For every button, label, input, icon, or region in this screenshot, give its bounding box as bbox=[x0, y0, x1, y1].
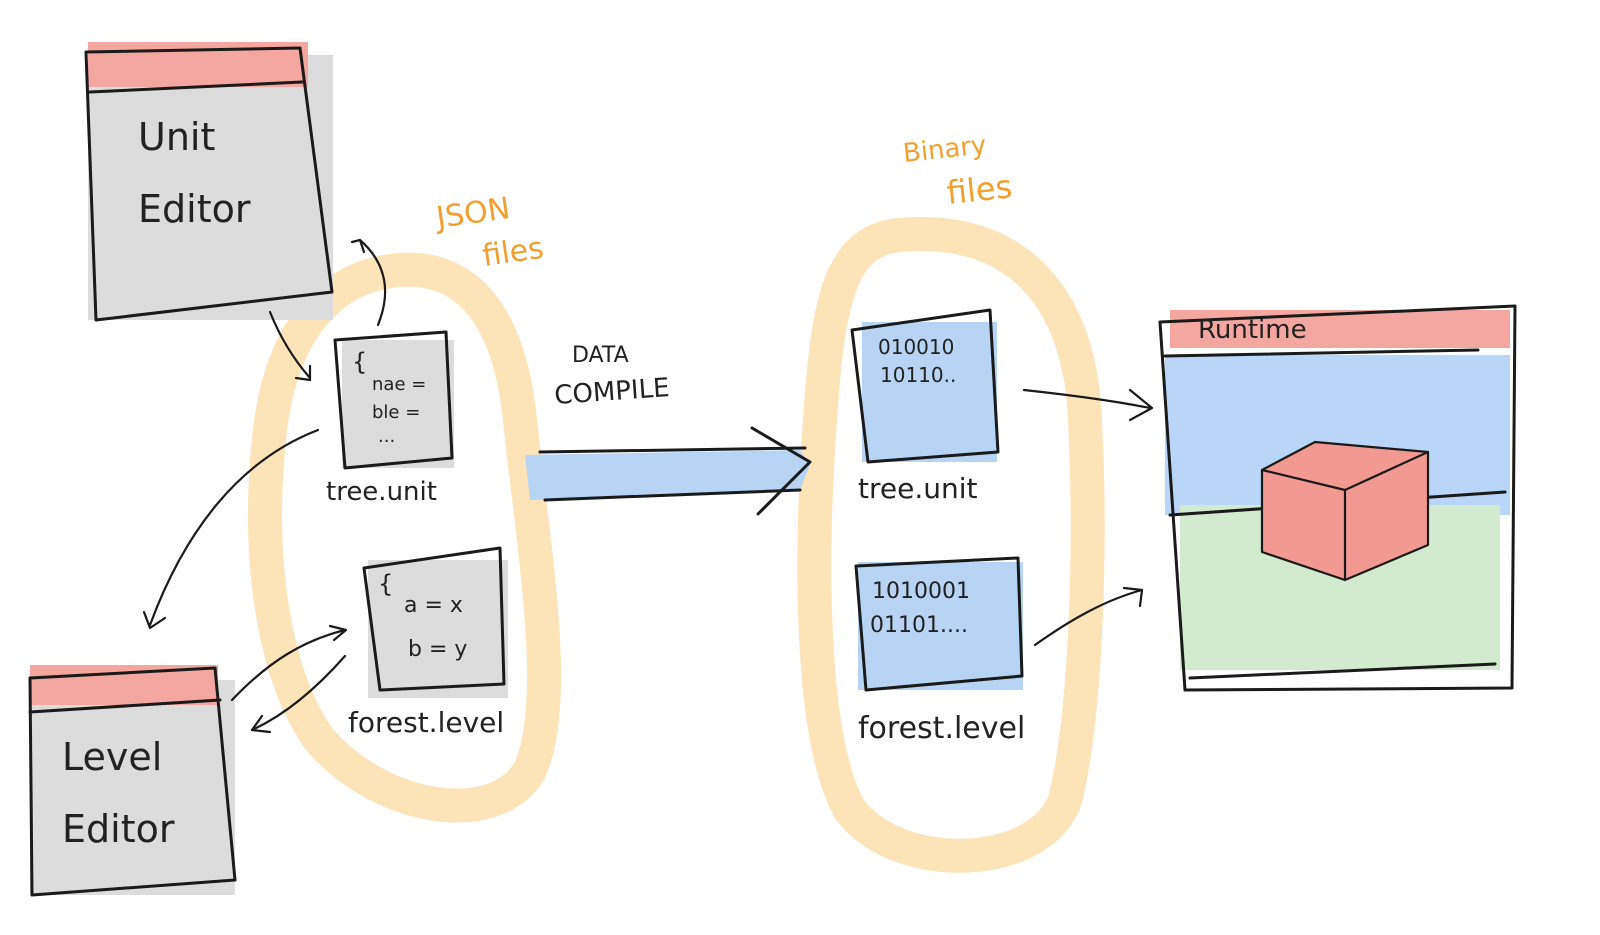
level-to-runtime-arrow bbox=[1033, 588, 1144, 647]
file-to-level-editor-arrow bbox=[250, 654, 347, 732]
runtime-window: Runtime bbox=[1158, 304, 1517, 692]
editor-to-unit-arrow bbox=[268, 310, 312, 380]
compile-label-line2: COMPILE bbox=[553, 373, 670, 411]
binary-level-filename: forest.level bbox=[858, 711, 1025, 746]
runtime-title: Runtime bbox=[1198, 315, 1307, 345]
json-level-brace: { bbox=[378, 570, 393, 598]
json-unit-line: nae = bbox=[372, 374, 426, 395]
unit-editor-line2: Editor bbox=[138, 187, 251, 231]
level-editor-to-file-arrow bbox=[230, 628, 347, 702]
runtime-arrows bbox=[1022, 388, 1154, 647]
level-editor-titlebar bbox=[30, 665, 218, 705]
binary-unit-filename: tree.unit bbox=[858, 472, 978, 505]
binary-unit-line: 10110.. bbox=[880, 363, 956, 387]
json-unit-line: ble = bbox=[372, 402, 420, 423]
binary-label-line1: Binary bbox=[902, 130, 988, 169]
json-unit-line: ... bbox=[378, 426, 395, 447]
editor-arrows bbox=[142, 238, 387, 734]
json-unit-file: { nae = ble = ... tree.unit bbox=[326, 330, 454, 507]
unit-to-level-editor-arrow bbox=[148, 428, 320, 627]
unit-editor-window: Unit Editor bbox=[84, 42, 334, 322]
binary-unit-line: 010010 bbox=[878, 335, 954, 359]
data-compile-arrow: DATA COMPILE bbox=[525, 343, 812, 516]
binary-level-line: 01101.... bbox=[870, 613, 968, 638]
binary-unit-file: 010010 10110.. tree.unit bbox=[850, 308, 1000, 505]
cube bbox=[1260, 440, 1430, 582]
unit-to-editor-arrow bbox=[358, 238, 387, 327]
json-level-line: a = x bbox=[404, 593, 463, 618]
json-level-filename: forest.level bbox=[348, 706, 504, 739]
binary-group-highlight bbox=[797, 217, 1105, 873]
level-editor-line1: Level bbox=[62, 735, 162, 779]
json-label-line2: files bbox=[480, 231, 546, 274]
json-level-file: { a = x b = y forest.level bbox=[348, 546, 508, 739]
unit-editor-line1: Unit bbox=[138, 115, 215, 159]
level-editor-window: Level Editor bbox=[28, 665, 237, 897]
json-label-line1: JSON bbox=[432, 191, 512, 236]
json-unit-brace: { bbox=[352, 348, 367, 376]
compile-label-line1: DATA bbox=[572, 343, 629, 368]
json-level-line: b = y bbox=[408, 637, 467, 662]
unit-to-runtime-arrow bbox=[1022, 388, 1152, 410]
json-group-highlight bbox=[248, 252, 562, 823]
binary-label-line2: files bbox=[945, 167, 1014, 212]
binary-level-file: 1010001 01101.... forest.level bbox=[854, 556, 1025, 746]
json-unit-filename: tree.unit bbox=[326, 477, 437, 507]
level-editor-line2: Editor bbox=[62, 807, 175, 851]
binary-level-line: 1010001 bbox=[872, 579, 970, 604]
runtime-titlebar bbox=[1170, 310, 1510, 348]
